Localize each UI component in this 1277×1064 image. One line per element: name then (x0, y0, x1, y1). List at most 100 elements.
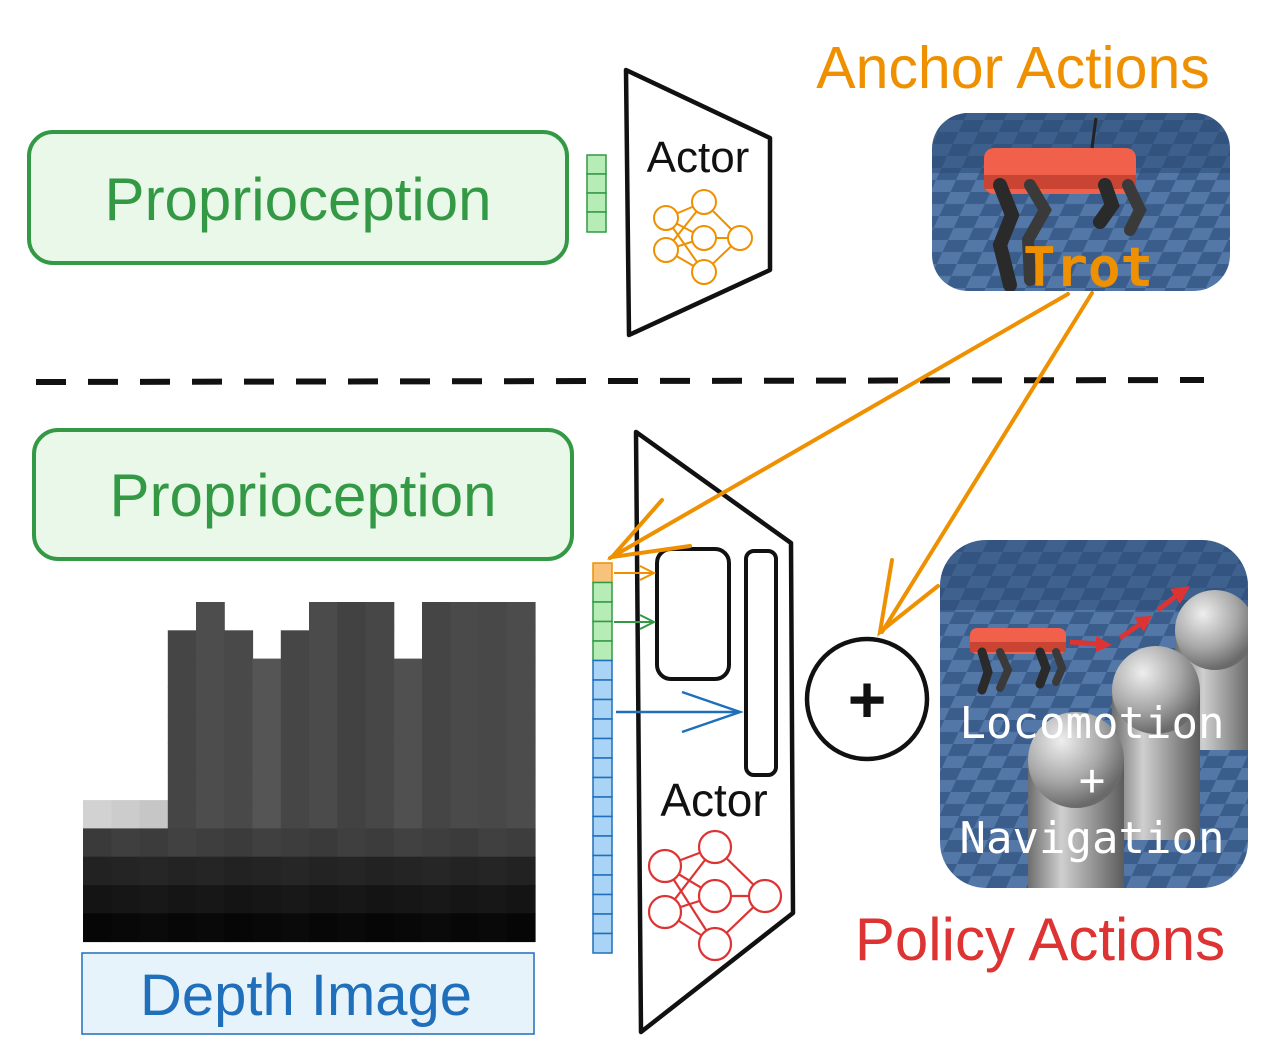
depth-pixel (280, 686, 310, 716)
depth-pixel (422, 913, 451, 943)
sum-symbol: + (848, 662, 887, 736)
depth-pixel (450, 658, 480, 688)
top-neural-net-icon (653, 189, 753, 285)
vector-to-encoder-arrows (614, 565, 744, 734)
depth-pixel (337, 686, 367, 716)
depth-pixel (393, 885, 423, 914)
depth-pixel (478, 913, 508, 943)
anchor-trot-image: Trot (932, 113, 1230, 299)
depth-pixel (196, 715, 225, 744)
vector-cell-depth (592, 854, 613, 876)
vector-cell-depth (592, 874, 613, 896)
depth-pixel (252, 771, 282, 801)
vector-cell-depth (592, 796, 613, 818)
depth-pixel (167, 686, 197, 716)
depth-pixel (309, 856, 338, 886)
vector-cell-depth (592, 757, 613, 779)
depth-pixel (252, 715, 282, 744)
depth-pixel (252, 743, 282, 773)
depth-pixel (337, 913, 367, 943)
bottom-neural-net-icon (647, 829, 783, 962)
anchor-to-input-arrow (606, 292, 1070, 560)
vector-cell-depth (592, 659, 613, 681)
depth-pixel (309, 658, 338, 688)
depth-pixel (422, 856, 451, 886)
navigation-path-arrows (1069, 586, 1190, 652)
anchor-actions-title: Anchor Actions (816, 35, 1210, 101)
depth-pixel (478, 658, 508, 688)
section-divider (35, 377, 1205, 385)
depth-pixel (450, 800, 480, 829)
depth-pixel (224, 913, 254, 943)
top-actor-label: Actor (647, 133, 750, 182)
depth-pixel (365, 602, 395, 631)
depth-pixel (506, 602, 536, 631)
depth-pixel (139, 885, 169, 914)
depth-pixel (167, 771, 197, 801)
depth-pixel (506, 800, 536, 829)
depth-pixel (280, 771, 310, 801)
depth-pixel (365, 771, 395, 801)
depth-pixel (393, 771, 423, 801)
small-robot-icon (970, 628, 1067, 695)
depth-pixel (224, 856, 254, 886)
depth-pixel (337, 856, 367, 886)
depth-image-label: Depth Image (140, 963, 472, 1028)
vector-cell-depth (592, 913, 613, 935)
encoder-block (655, 547, 731, 681)
depth-pixel (139, 856, 169, 886)
depth-pixel (450, 715, 480, 744)
bottom-input-vector (592, 562, 613, 954)
vector-cell-depth (592, 932, 613, 954)
depth-pixel (309, 885, 338, 914)
anchor-image-caption: Trot (1023, 236, 1153, 299)
depth-pixel (83, 856, 112, 886)
depth-pixel (83, 800, 112, 829)
vector-cell-proprio (592, 620, 613, 642)
depth-pixel (365, 856, 395, 886)
depth-pixel (478, 743, 508, 773)
depth-pixel (167, 800, 197, 829)
depth-pixel (252, 658, 282, 688)
depth-pixel (280, 658, 310, 688)
policy-navigation-image: Locomotion + Navigation (940, 540, 1248, 888)
depth-pixel (83, 913, 112, 943)
depth-pixel (111, 800, 141, 829)
depth-pixel (422, 743, 451, 773)
depth-pixel (280, 828, 310, 858)
depth-image-label-box: Depth Image (81, 952, 535, 1035)
depth-pixel (280, 913, 310, 943)
depth-pixel (337, 658, 367, 688)
depth-pixel (478, 715, 508, 744)
depth-pixel (478, 602, 508, 631)
depth-pixel (309, 800, 338, 829)
depth-pixel (422, 658, 451, 688)
depth-pixel (337, 800, 367, 829)
depth-pixel (252, 828, 282, 858)
depth-pixel (309, 913, 338, 943)
anchor-to-sum-arrow (877, 291, 1094, 637)
depth-pixel (252, 800, 282, 829)
depth-pixel (393, 913, 423, 943)
depth-pixel (365, 885, 395, 914)
top-proprioception-label: Proprioception (105, 166, 492, 233)
depth-pixel (309, 771, 338, 801)
depth-pixel (450, 885, 480, 914)
depth-pixel (167, 630, 197, 660)
vector-cell-depth (592, 679, 613, 701)
depth-pixel (224, 743, 254, 773)
depth-pixel (337, 828, 367, 858)
depth-pixel (506, 630, 536, 660)
depth-pixel (422, 715, 451, 744)
depth-pixel (337, 602, 367, 631)
depth-pixel (309, 743, 338, 773)
depth-pixel (139, 800, 169, 829)
depth-pixel (252, 913, 282, 943)
depth-pixel (450, 913, 480, 943)
depth-pixel (506, 885, 536, 914)
depth-pixel (196, 885, 225, 914)
vector-cell-depth (592, 893, 613, 915)
depth-pixel (280, 856, 310, 886)
vector-cell-proprio (592, 640, 613, 662)
